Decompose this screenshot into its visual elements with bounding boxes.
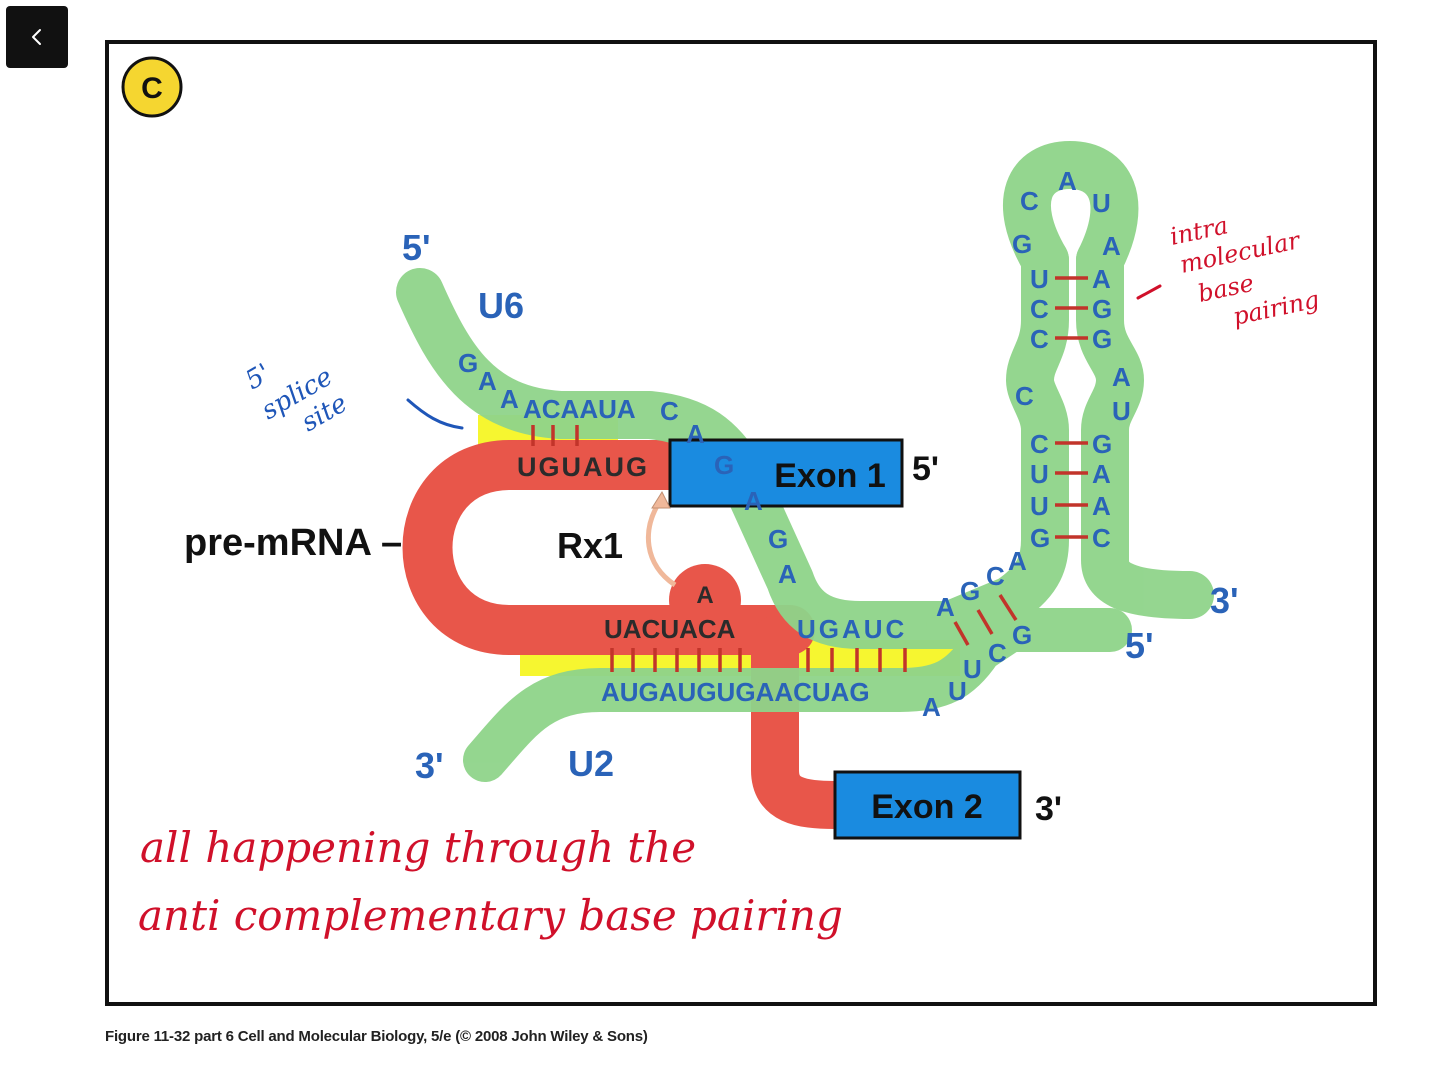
svg-text:G: G — [714, 450, 734, 480]
intramolecular-annotation: intra molecular base pairing — [1136, 211, 1322, 331]
u6-stem-left-seq: C G U C C C C U U G — [1012, 186, 1050, 553]
reaction-arrow — [646, 496, 677, 588]
u2-label: U2 — [568, 743, 614, 784]
svg-text:A: A — [1092, 264, 1111, 294]
u6-u2-helix-u2-seq: G C U U A — [922, 620, 1032, 722]
svg-text:G: G — [1012, 229, 1032, 259]
u6-u2-helix-u6-seq: A G C A — [936, 546, 1027, 622]
back-button[interactable] — [6, 6, 68, 68]
svg-text:C: C — [986, 561, 1005, 591]
branch-point-a: A — [696, 582, 713, 609]
u6-three-prime: 3' — [1210, 580, 1239, 621]
svg-text:U: U — [963, 654, 982, 684]
splice-site-annotation: 5' splice site — [241, 358, 464, 438]
bottom-annotation: all happening through the anti complemen… — [138, 823, 843, 940]
figure-caption: Figure 11-32 part 6 Cell and Molecular B… — [105, 1028, 648, 1045]
u2-upper-seq: UGAUC — [797, 614, 907, 644]
svg-text:G: G — [1030, 523, 1050, 553]
exon-1-box: Exon 1 — [668, 438, 904, 508]
u6-acaaua-seq: ACAAUA — [523, 394, 636, 424]
svg-text:A: A — [922, 692, 941, 722]
svg-text:A: A — [500, 384, 519, 414]
u6-five-prime: 5' — [402, 227, 431, 268]
bottom-note-line-1: all happening through the — [140, 823, 696, 872]
panel-badge: C — [121, 56, 183, 118]
svg-text:A: A — [478, 366, 497, 396]
svg-text:C: C — [1030, 324, 1049, 354]
u2-lower-seq: AUGAUGUGAACUAG — [601, 677, 870, 707]
chevron-left-icon — [32, 29, 41, 45]
svg-text:A: A — [1102, 231, 1121, 261]
svg-text:A: A — [1112, 362, 1131, 392]
svg-text:G: G — [768, 524, 788, 554]
svg-text:A: A — [1092, 459, 1111, 489]
base-pair-lines — [531, 276, 1088, 672]
reaction-arrowhead — [651, 490, 671, 509]
exon-1-label: Exon 1 — [774, 457, 885, 495]
svg-text:U: U — [1030, 264, 1049, 294]
svg-text:C: C — [1015, 381, 1034, 411]
u6-label: U6 — [478, 285, 524, 326]
svg-text:C: C — [1020, 186, 1039, 216]
svg-text:A: A — [778, 559, 797, 589]
exon-2-box: Exon 2 — [833, 770, 1022, 840]
svg-text:C: C — [1030, 294, 1049, 324]
u6-gaa: G A A — [458, 348, 519, 414]
snrna-strands — [396, 141, 1214, 782]
svg-text:C: C — [988, 638, 1007, 668]
svg-text:G: G — [1012, 620, 1032, 650]
svg-text:A: A — [1058, 166, 1077, 196]
premrna-strand — [402, 440, 859, 829]
svg-text:C: C — [660, 396, 679, 426]
svg-text:U: U — [1030, 491, 1049, 521]
svg-text:A: A — [1008, 546, 1027, 576]
svg-text:G: G — [1092, 429, 1112, 459]
u6-diagonal-seq: C A G A G A — [660, 396, 797, 589]
svg-text:A: A — [744, 486, 763, 516]
premrna-5ss-seq: UGUAUG — [517, 452, 649, 482]
svg-text:C: C — [1030, 429, 1049, 459]
exon-1-five-prime: 5' — [912, 450, 939, 488]
svg-text:U: U — [1112, 396, 1131, 426]
exon-2-label: Exon 2 — [871, 788, 982, 826]
svg-text:U: U — [1092, 188, 1111, 218]
svg-text:G: G — [458, 348, 478, 378]
u6-loop-seq: A U — [1058, 166, 1111, 218]
svg-text:C: C — [1092, 523, 1111, 553]
premrna-branch-seq: UACUACA — [604, 614, 736, 644]
exon-2-three-prime: 3' — [1035, 790, 1062, 828]
rx1-label: Rx1 — [557, 525, 623, 566]
svg-text:A: A — [1092, 491, 1111, 521]
svg-text:G: G — [960, 576, 980, 606]
pre-mrna-label: pre-mRNA – — [184, 522, 402, 564]
u2-three-prime: 3' — [415, 745, 444, 786]
svg-text:5': 5' — [241, 358, 277, 396]
svg-text:A: A — [686, 419, 705, 449]
svg-text:U: U — [1030, 459, 1049, 489]
bottom-note-line-2: anti complementary base pairing — [138, 891, 843, 940]
u2-five-prime: 5' — [1125, 625, 1154, 666]
svg-text:A: A — [936, 592, 955, 622]
svg-text:G: G — [1092, 324, 1112, 354]
panel-label: C — [141, 72, 163, 105]
svg-text:G: G — [1092, 294, 1112, 324]
u6-stem-right-seq: A A G G A U G A A C — [1092, 231, 1131, 553]
svg-text:U: U — [948, 676, 967, 706]
